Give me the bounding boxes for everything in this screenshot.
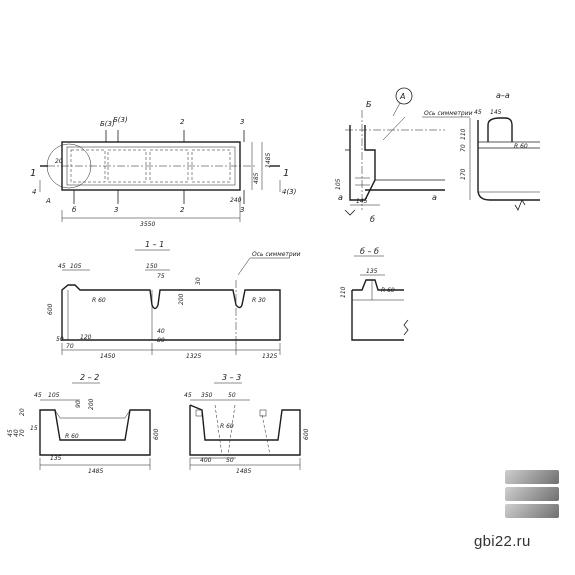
detail-a: А Ось симметрии Б б а а 105 145 bbox=[335, 87, 473, 224]
detail-a-dim-105: 105 bbox=[335, 178, 342, 190]
section-22-dim-45: 45 bbox=[34, 392, 42, 399]
section-11-dim-200: 200 bbox=[178, 293, 185, 305]
section-aa-title: а–а bbox=[496, 91, 510, 100]
section-aa-dim-110: 110 bbox=[460, 128, 467, 140]
section-33-dim-350: 350 bbox=[201, 392, 213, 399]
detail-a-mark-a: а bbox=[338, 193, 343, 202]
watermark-text: gbi22.ru bbox=[474, 533, 531, 550]
section-11-dim-600: 600 bbox=[47, 303, 54, 315]
section-11-dim-1450: 1450 bbox=[100, 353, 115, 360]
detail-a-dim-145: 145 bbox=[356, 198, 368, 205]
section-bb: б – б 135 110 R 60 bbox=[340, 247, 409, 341]
plan-mark-3-bottom-right: 3 bbox=[240, 206, 244, 214]
plan-dim-1485: 1485 bbox=[265, 153, 272, 168]
plan-mark-a: А bbox=[45, 197, 51, 205]
plan-dim-3550: 3550 bbox=[140, 221, 155, 228]
logo-layer-middle bbox=[505, 487, 559, 501]
section-11-dim-45: 45 bbox=[58, 263, 66, 270]
section-22-dim-1485: 1485 bbox=[88, 468, 103, 475]
section-aa-dim-145: 145 bbox=[490, 109, 502, 116]
section-22-radius: R 60 bbox=[65, 433, 79, 440]
section-22-dim-200: 200 bbox=[88, 398, 95, 410]
section-bb-title: б – б bbox=[360, 247, 379, 256]
section-aa-radius: R 60 bbox=[514, 143, 528, 150]
plan-mark-3-bottom: 3 bbox=[114, 206, 118, 214]
section-aa-dim-45: 45 bbox=[474, 109, 482, 116]
section-33-radius: R 60 bbox=[220, 423, 234, 430]
section-11-dim-1325a: 1325 bbox=[186, 353, 201, 360]
section-bb-radius: R 60 bbox=[381, 287, 395, 294]
plan-mark-2-top: 2 bbox=[180, 118, 185, 126]
section-22-title: 2 – 2 bbox=[80, 373, 99, 382]
plan-mark-3-top: 3 bbox=[240, 118, 244, 126]
section-11-dim-50: 50 bbox=[56, 336, 64, 343]
section-33-dim-400: 400 bbox=[200, 457, 212, 464]
section-aa: а–а 45 145 110 70 170 R 60 bbox=[460, 91, 540, 211]
section-33-dim-1485: 1485 bbox=[236, 468, 251, 475]
section-22-dim-135: 135 bbox=[50, 455, 62, 462]
plan-mark-b3-1: Б(3) bbox=[100, 120, 115, 128]
detail-a-callout: А bbox=[399, 92, 405, 101]
section-22-dim-40: 40 bbox=[13, 429, 20, 437]
section-22-dim-600: 600 bbox=[153, 428, 160, 440]
plan-mark-b3-2: Б(3) bbox=[113, 116, 128, 124]
section-bb-dim-110: 110 bbox=[340, 286, 347, 298]
section-22-dim-20: 20 bbox=[19, 408, 26, 416]
plan-mark-b-lower: б bbox=[72, 206, 77, 214]
watermark-logo-icon bbox=[505, 470, 565, 560]
section-11-axis-label: Ось симметрии bbox=[252, 251, 301, 258]
section-22-dim-70: 70 bbox=[19, 429, 26, 437]
plan-mark-4-3: 4(3) bbox=[282, 188, 297, 196]
section-33-dim-600: 600 bbox=[303, 428, 310, 440]
section-33-title: 3 – 3 bbox=[222, 373, 241, 382]
plan-mark-1-left: 1 bbox=[30, 168, 36, 179]
section-11: 1 – 1 Ось симметрии 45 105 150 75 30 600… bbox=[47, 240, 301, 360]
section-33-dim-50b: 50 bbox=[226, 457, 234, 464]
section-22-dim-45b: 45 bbox=[7, 429, 14, 437]
plan-mark-1-right: 1 bbox=[283, 168, 289, 179]
detail-a-mark-b: Б bbox=[366, 100, 372, 109]
logo-layer-top bbox=[505, 470, 559, 484]
logo-layer-bottom bbox=[505, 504, 559, 518]
section-11-title: 1 – 1 bbox=[145, 240, 164, 249]
section-11-dim-1325b: 1325 bbox=[262, 353, 277, 360]
plan-mark-4: 4 bbox=[32, 188, 36, 196]
detail-a-mark-a2: а bbox=[432, 193, 437, 202]
section-33: 3 – 3 45 350 50 600 400 50 1485 R 60 bbox=[184, 373, 310, 475]
plan-dim-20: 20 bbox=[55, 158, 63, 165]
section-11-radius-30: R 30 bbox=[252, 297, 266, 304]
plan-dim-240: 240 bbox=[230, 197, 242, 204]
section-22: 2 – 2 45 105 90 200 600 135 1485 20 15 7… bbox=[7, 373, 160, 475]
plan-dim-485: 485 bbox=[253, 172, 260, 184]
section-11-dim-75: 75 bbox=[157, 273, 165, 280]
section-11-dim-150: 150 bbox=[146, 263, 158, 270]
section-22-dim-90: 90 bbox=[75, 400, 82, 408]
section-33-dim-50: 50 bbox=[228, 392, 236, 399]
section-11-dim-80: 80 bbox=[157, 337, 165, 344]
detail-a-axis-label: Ось симметрии bbox=[424, 110, 473, 117]
section-11-dim-105: 105 bbox=[70, 263, 82, 270]
section-22-dim-15: 15 bbox=[30, 425, 38, 432]
plan-mark-2-bottom: 2 bbox=[180, 206, 185, 214]
section-aa-dim-70: 70 bbox=[460, 144, 467, 152]
section-11-radius-60: R 60 bbox=[92, 297, 106, 304]
section-33-dim-45: 45 bbox=[184, 392, 192, 399]
plan-view: Б(3) Б(3) 2 3 1 1 4 4(3) А б 3 2 3 20 35… bbox=[30, 116, 297, 228]
section-22-dim-105: 105 bbox=[48, 392, 60, 399]
detail-a-mark-bb: б bbox=[370, 215, 375, 224]
section-bb-dim-135: 135 bbox=[366, 268, 378, 275]
section-11-dim-120: 120 bbox=[80, 334, 92, 341]
section-aa-dim-170: 170 bbox=[460, 168, 467, 180]
section-11-dim-70: 70 bbox=[66, 343, 74, 350]
section-11-dim-40: 40 bbox=[157, 328, 165, 335]
section-11-dim-30: 30 bbox=[195, 277, 202, 285]
